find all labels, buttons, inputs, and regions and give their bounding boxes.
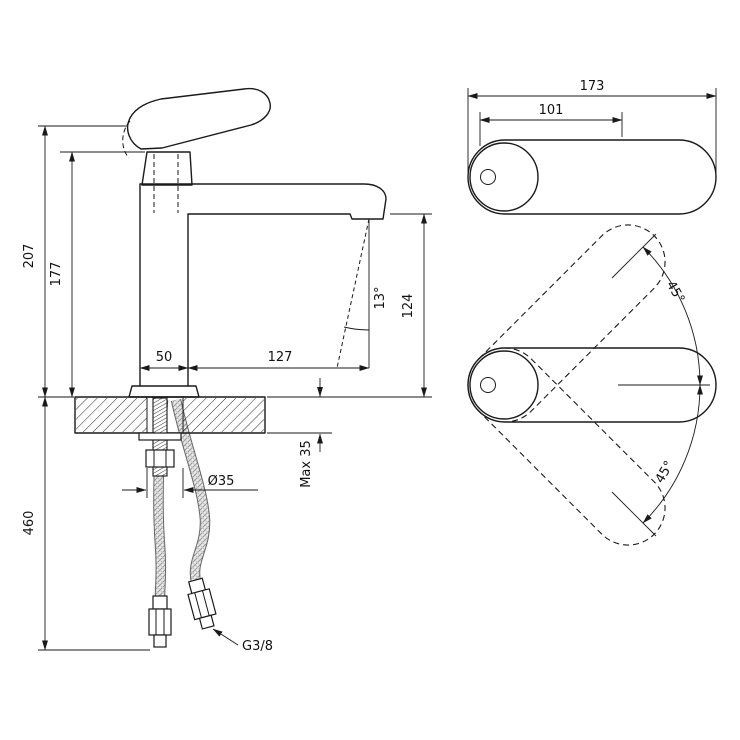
swivel-view: 45° 45°	[467, 224, 717, 546]
dim-label-spout-reach: 127	[268, 350, 293, 365]
front-view: 13° 207 177 50 127 124	[22, 87, 432, 654]
dim-label-body-width: 50	[156, 350, 173, 365]
fitting-ferrule	[152, 595, 168, 610]
dim-label-swivel-down: 45°	[653, 459, 678, 486]
swivel-arc-lower	[642, 384, 703, 524]
mounting-washer	[138, 432, 182, 441]
leader-thread	[212, 628, 239, 646]
stream-geometry: 13°	[336, 218, 388, 369]
fitting-tip	[198, 614, 215, 630]
nut-facets	[153, 450, 167, 467]
faucet-lever	[126, 87, 271, 150]
dim-label-height-total: 207	[22, 244, 37, 269]
faucet-base	[128, 385, 200, 398]
cartridge-hidden-lines	[153, 154, 179, 213]
spout-outlet-circle	[480, 169, 496, 185]
faucet-top-outline	[467, 139, 717, 215]
deck-hatch-right	[183, 398, 264, 432]
dim-label-total-length: 173	[580, 79, 605, 94]
spout-outlet-circle	[480, 377, 496, 393]
dim-label-hole-diameter: Ø35	[208, 474, 235, 489]
fitting-hex-nut	[187, 588, 217, 621]
body-circle	[469, 142, 539, 212]
stream-angle-arc	[343, 326, 370, 331]
radial-line-up	[611, 233, 657, 279]
swivel-arc-upper	[642, 246, 703, 386]
ext-line	[467, 88, 717, 172]
dim-label-thread-size: G3/8	[242, 639, 273, 654]
mounting-nut	[145, 449, 175, 468]
deck-hatch-left	[76, 398, 147, 432]
dim-label-height-to-spout: 177	[49, 262, 64, 287]
faucet-neck	[141, 151, 193, 186]
dim-label-max-deck-thickness: Max 35	[299, 440, 314, 488]
lever-hidden-edge	[122, 120, 131, 159]
dim-label-hose-length: 460	[22, 511, 37, 536]
mounting-deck	[74, 396, 266, 434]
faucet-body-and-spout	[139, 183, 387, 387]
hose-fitting-left	[148, 595, 172, 648]
dim-label-swivel-up: 45°	[663, 279, 688, 306]
fitting-facets	[194, 590, 210, 618]
ext-line	[146, 468, 184, 498]
water-stream-line	[336, 218, 370, 369]
dim-label-spout-height: 124	[401, 294, 416, 319]
body-circle	[469, 350, 539, 420]
fitting-facets	[155, 609, 165, 635]
fitting-tip	[153, 634, 167, 648]
fitting-hex-nut	[148, 608, 172, 636]
dim-label-stream-angle: 13°	[373, 286, 388, 309]
supply-hose-right-braid	[171, 399, 210, 583]
mounting-hardware	[138, 397, 182, 477]
top-view: 173 101	[467, 79, 717, 215]
radial-line-down	[611, 491, 657, 537]
front-view-dimensions: 207 177 50 127 124 Max 35 Ø35	[22, 125, 432, 654]
dim-label-lever-length: 101	[539, 103, 564, 118]
hose-fitting-right	[187, 577, 217, 630]
